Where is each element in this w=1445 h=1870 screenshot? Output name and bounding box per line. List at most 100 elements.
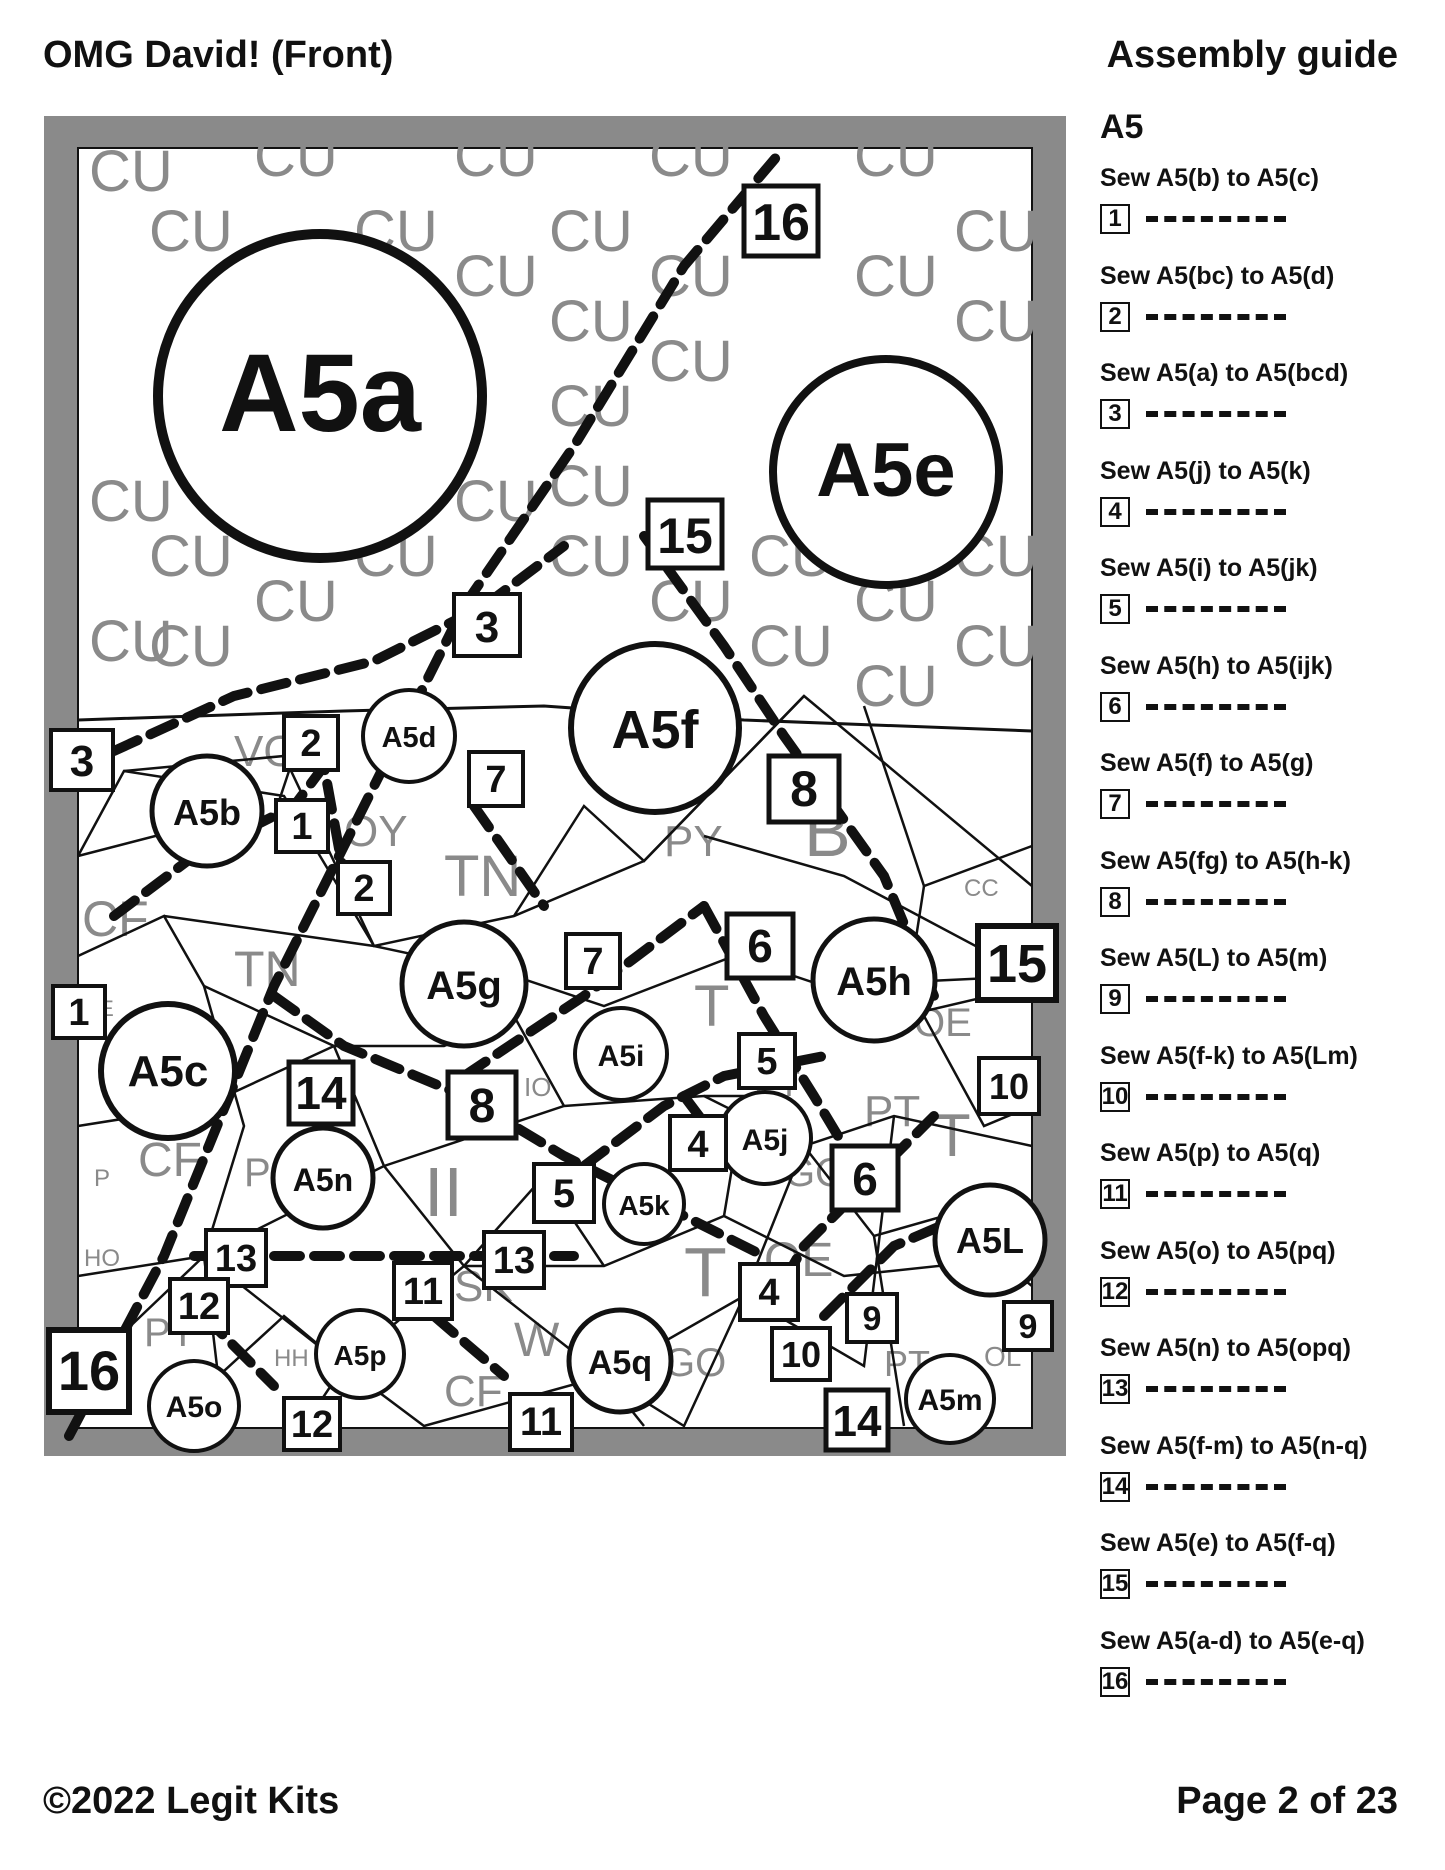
bg-code: CU (149, 614, 233, 679)
bg-code: CF (444, 1367, 503, 1416)
bg-code: CU (149, 524, 233, 589)
bg-code: CU (454, 244, 538, 309)
guide-step-12: Sew A5(o) to A5(pq) 12 (1100, 1230, 1430, 1328)
guide-step-9: Sew A5(L) to A5(m) 9 (1100, 937, 1430, 1035)
bg-code: CU (89, 469, 173, 534)
step-marker-12: 12 (168, 1277, 230, 1335)
step-number-box: 3 (1100, 399, 1130, 429)
step-marker-7: 7 (564, 932, 622, 990)
guide-step-3: Sew A5(a) to A5(bcd) 3 (1100, 352, 1430, 450)
svg-text:1: 1 (68, 992, 89, 1034)
svg-text:4: 4 (687, 1124, 708, 1166)
guide-step-10: Sew A5(f-k) to A5(Lm) 10 (1100, 1035, 1430, 1133)
guide-step-6: Sew A5(h) to A5(ijk) 6 (1100, 645, 1430, 743)
piece-a5n: A5n (270, 1125, 376, 1231)
dashed-line-icon (1146, 898, 1286, 905)
dashed-line-icon (1146, 1678, 1286, 1685)
svg-text:13: 13 (215, 1238, 257, 1280)
step-marker-5: 5 (737, 1032, 797, 1090)
step-marker-12: 12 (282, 1396, 342, 1452)
step-marker-1: 1 (51, 984, 107, 1040)
bg-code: P (244, 1151, 271, 1195)
bg-code: CU (549, 289, 633, 354)
piece-a5f: A5f (568, 641, 742, 815)
svg-text:A5c: A5c (128, 1047, 209, 1096)
bg-code: HO (84, 1245, 120, 1272)
piece-a5k: A5k (602, 1162, 686, 1246)
bg-code: CU (954, 199, 1038, 264)
guide-step-11: Sew A5(p) to A5(q) 11 (1100, 1132, 1430, 1230)
svg-text:11: 11 (403, 1271, 443, 1313)
step-marker-3: 3 (452, 592, 522, 658)
svg-text:14: 14 (295, 1067, 347, 1119)
dashed-line-icon (1146, 508, 1286, 515)
svg-text:16: 16 (752, 194, 810, 252)
step-marker-10: 10 (977, 1056, 1041, 1116)
step-marker-9: 9 (1002, 1300, 1054, 1352)
svg-text:4: 4 (758, 1272, 779, 1314)
dashed-line-icon (1146, 1581, 1286, 1587)
svg-text:2: 2 (300, 723, 321, 765)
piece-a5p: A5p (314, 1308, 406, 1400)
step-instruction: Sew A5(h) to A5(ijk) (1100, 651, 1333, 680)
bg-code: CU (854, 244, 938, 309)
svg-text:A5e: A5e (816, 428, 955, 513)
svg-text:A5q: A5q (588, 1344, 652, 1382)
assembly-guide-title: Assembly guide (1106, 34, 1398, 76)
svg-text:2: 2 (353, 868, 374, 910)
piece-a5m: A5m (904, 1353, 996, 1445)
svg-text:A5k: A5k (618, 1190, 670, 1221)
step-instruction: Sew A5(e) to A5(f-q) (1100, 1529, 1336, 1557)
step-instruction: Sew A5(n) to A5(opq) (1100, 1334, 1351, 1362)
bg-code: CU (854, 654, 938, 719)
step-instruction: Sew A5(i) to A5(jk) (1100, 554, 1318, 582)
bg-code: CU (89, 609, 173, 674)
step-number-box: 2 (1100, 301, 1130, 332)
bg-code: CU (89, 139, 173, 204)
bg-code: CU (549, 199, 633, 264)
step-number-box: 15 (1100, 1569, 1130, 1599)
step-markers: 16 15 3 3 2 1 2 7 8 7 6 15 1 5 10 1 (46, 183, 1059, 1453)
dashed-line-icon (1146, 1288, 1286, 1295)
step-number-box: 13 (1100, 1374, 1130, 1404)
guide-step-15: Sew A5(e) to A5(f-q) 15 (1100, 1522, 1430, 1620)
bg-code: CU (454, 124, 538, 189)
svg-text:6: 6 (747, 920, 773, 972)
piece-a5b: A5b (149, 753, 265, 869)
guide-step-1: Sew A5(b) to A5(c) 1 (1100, 157, 1430, 255)
svg-text:8: 8 (790, 761, 818, 817)
step-marker-3: 3 (49, 728, 115, 792)
footer-page-number: Page 2 of 23 (1176, 1780, 1398, 1822)
bg-code: CU (254, 569, 338, 634)
svg-text:12: 12 (178, 1286, 220, 1328)
svg-text:3: 3 (70, 737, 94, 786)
step-instruction: Sew A5(b) to A5(c) (1100, 164, 1319, 192)
svg-text:8: 8 (469, 1080, 496, 1133)
bg-code: CU (649, 329, 733, 394)
bg-code: CU (549, 374, 633, 439)
piece-a5a: A5a (153, 229, 487, 563)
region-boundary (77, 704, 1033, 733)
svg-text:A5f: A5f (611, 700, 699, 760)
svg-text:5: 5 (756, 1041, 777, 1083)
step-marker-6: 6 (829, 1143, 901, 1213)
step-instruction: Sew A5(a-d) to A5(e-q) (1100, 1626, 1365, 1655)
piece-a5i: A5i (573, 1006, 669, 1102)
guide-step-8: Sew A5(fg) to A5(h-k) 8 (1100, 840, 1430, 938)
step-marker-2: 2 (282, 714, 340, 772)
svg-text:10: 10 (989, 1066, 1029, 1107)
step-marker-16: 16 (741, 183, 821, 259)
step-marker-10: 10 (770, 1326, 832, 1382)
step-marker-9: 9 (845, 1292, 899, 1344)
step-marker-8: 8 (766, 753, 842, 825)
svg-text:A5n: A5n (293, 1162, 353, 1198)
svg-text:A5b: A5b (173, 792, 241, 833)
step-instruction: Sew A5(a) to A5(bcd) (1100, 359, 1349, 387)
step-marker-15: 15 (645, 497, 725, 571)
dashed-line-icon (1146, 606, 1286, 612)
svg-text:14: 14 (833, 1397, 882, 1446)
step-instruction: Sew A5(L) to A5(m) (1100, 944, 1328, 972)
piece-a5e: A5e (769, 355, 1003, 589)
bg-code: CU (149, 199, 233, 264)
bg-code: CU (954, 289, 1038, 354)
